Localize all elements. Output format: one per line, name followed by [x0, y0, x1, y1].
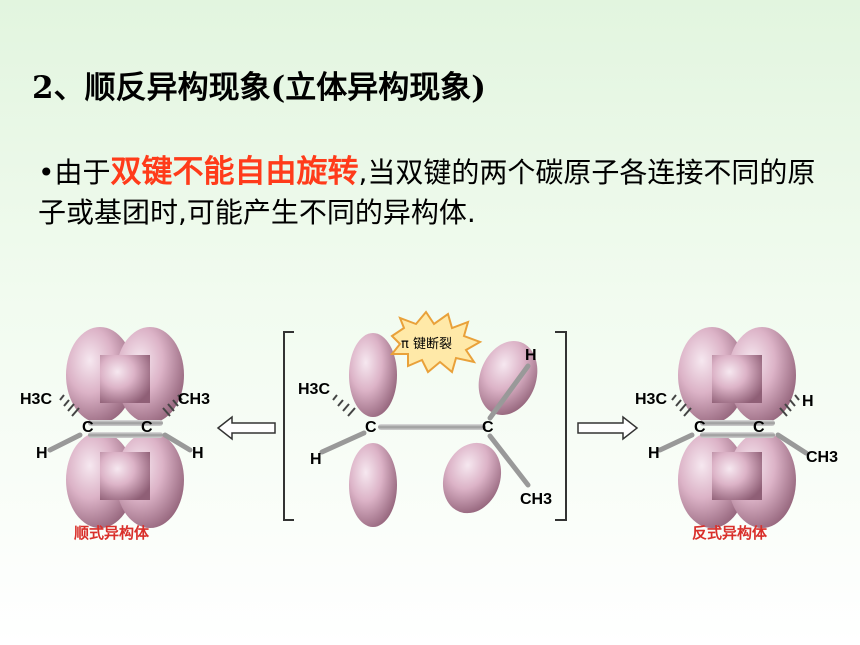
- cis-ch3-label: CH3: [178, 391, 210, 408]
- middle-p-orbital-upper-right: [478, 341, 538, 415]
- bullet: •: [38, 156, 55, 189]
- trans-isomer: H3C H C C H CH3 反式异构体: [635, 327, 838, 542]
- trans-c-right: C: [753, 419, 765, 436]
- trans-ch3-label: CH3: [806, 449, 838, 466]
- trans-pi-cloud-bottom: [678, 432, 796, 528]
- trans-h-right: H: [802, 393, 814, 410]
- middle-h-top: H: [525, 347, 537, 364]
- trans-bond-ch3: [775, 432, 809, 456]
- highlight-text: 双键不能自由旋转: [110, 154, 359, 190]
- cis-isomer: H3C CH3 C C H H 顺式异构体: [20, 327, 210, 542]
- middle-transition-structure: H3C C C H H CH3 π 键断裂: [298, 310, 552, 527]
- isomer-diagram: H3C CH3 C C H H 顺式异构体 H3: [20, 310, 838, 542]
- middle-p-orbital-bottom: [349, 443, 397, 527]
- trans-c-left: C: [694, 419, 706, 436]
- burst-label: π 键断裂: [401, 337, 452, 352]
- cis-c-left: C: [82, 419, 94, 436]
- middle-bond-h-left: [319, 430, 367, 455]
- trans-hashed-bonds: [671, 394, 800, 417]
- bracket-left: [283, 331, 294, 521]
- middle-sigma-bond: [378, 424, 486, 430]
- cis-h3c-label: H3C: [20, 391, 52, 408]
- arrow-left-icon: [216, 415, 276, 441]
- trans-caption: 反式异构体: [692, 524, 768, 542]
- cis-pi-cloud-top: [66, 327, 184, 423]
- middle-bond-h-top: [487, 363, 531, 421]
- description-paragraph: •由于双键不能自由旋转,当双键的两个碳原子各连接不同的原子或基团时,可能产生不同…: [38, 152, 838, 233]
- slide-title: 2、顺反异构现象(立体异构现象): [32, 70, 486, 106]
- cis-sigma-bond-lower: [88, 432, 163, 438]
- middle-p-orbital-lower-left: [442, 442, 502, 514]
- middle-hashed-bond: [332, 394, 356, 417]
- arrow-right-icon: [577, 415, 639, 441]
- cis-pi-cloud-bottom: [66, 432, 184, 528]
- middle-c-left: C: [365, 419, 377, 436]
- cis-h-right: H: [192, 445, 204, 462]
- middle-ch3-label: CH3: [520, 491, 552, 508]
- trans-sigma-bond-upper: [700, 420, 775, 426]
- trans-bond-h-left: [657, 432, 695, 453]
- cis-bond-h-right: [162, 432, 193, 453]
- middle-h-left: H: [310, 451, 322, 468]
- cis-sigma-bond-upper: [88, 420, 163, 426]
- middle-bond-ch3: [487, 433, 531, 488]
- middle-p-orbital-top: [349, 333, 397, 417]
- middle-h3c-label: H3C: [298, 381, 330, 398]
- paragraph-prefix: 由于: [54, 156, 111, 189]
- cis-caption: 顺式异构体: [74, 524, 150, 542]
- cis-c-right: C: [141, 419, 153, 436]
- middle-c-right: C: [482, 419, 494, 436]
- cis-hashed-bonds: [59, 394, 183, 417]
- trans-h3c-label: H3C: [635, 391, 667, 408]
- trans-sigma-bond-lower: [700, 432, 775, 438]
- trans-h-left: H: [648, 445, 660, 462]
- trans-pi-cloud-top: [678, 327, 796, 423]
- bracket-right: [555, 331, 567, 521]
- cis-h-left: H: [36, 445, 48, 462]
- paragraph-suffix: ,当双键的两个碳原子各连接不同的原子或基团时,可能产生不同的异构体.: [38, 156, 816, 229]
- cis-bond-h-left: [47, 432, 83, 453]
- pi-bond-break-burst: π 键断裂: [389, 310, 483, 374]
